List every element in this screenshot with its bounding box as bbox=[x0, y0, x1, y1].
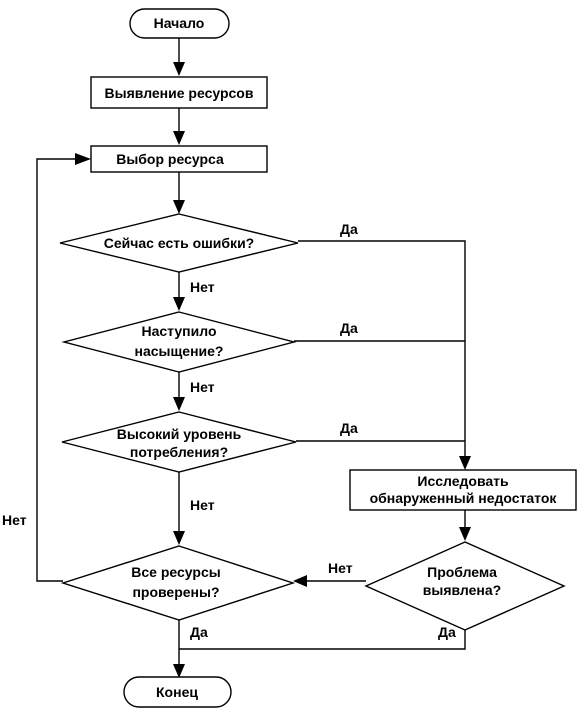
investigate-label-line2: обнаруженный недостаток bbox=[370, 490, 558, 506]
connectors bbox=[36, 38, 466, 664]
saturation-label-line2: насыщение? bbox=[135, 343, 224, 359]
investigate-box bbox=[349, 469, 577, 511]
yes-label-problem: Да bbox=[438, 624, 456, 640]
arrowhead bbox=[173, 62, 185, 76]
arrowhead bbox=[173, 200, 185, 214]
investigate-label-line1: Исследовать bbox=[417, 473, 509, 489]
saturation-label-line1: Наступило bbox=[142, 323, 217, 339]
yes-label-errors: Да bbox=[340, 221, 358, 237]
allchecked-decision bbox=[60, 545, 296, 621]
arrowhead bbox=[459, 527, 471, 541]
arrowheads bbox=[75, 62, 471, 678]
edge-errors-yes bbox=[298, 240, 466, 466]
start-terminal bbox=[129, 8, 230, 39]
no-label-loop: Нет bbox=[2, 512, 27, 528]
allchecked-label-line1: Все ресурсы bbox=[131, 564, 220, 580]
errors-label: Сейчас есть ошибки? bbox=[104, 235, 254, 251]
select-box bbox=[90, 145, 268, 173]
yes-label-saturation: Да bbox=[340, 320, 358, 336]
arrowhead bbox=[173, 531, 185, 545]
identify-label: Выявление ресурсов bbox=[105, 85, 254, 101]
usage-label-line1: Высокий уровень bbox=[117, 426, 242, 442]
yes-label-usage: Да bbox=[340, 420, 358, 436]
arrowhead bbox=[293, 575, 307, 587]
no-label-errors: Нет bbox=[190, 279, 215, 295]
end-label: Конец bbox=[156, 684, 198, 700]
saturation-decision bbox=[61, 311, 297, 373]
arrowhead bbox=[75, 153, 91, 165]
arrowhead bbox=[173, 131, 185, 145]
yes-label-allchecked: Да bbox=[190, 624, 208, 640]
usage-decision bbox=[61, 411, 297, 473]
usage-label-line2: потребления? bbox=[130, 444, 228, 460]
edge-problem-yes bbox=[179, 630, 466, 650]
no-label-saturation: Нет bbox=[190, 379, 215, 395]
end-terminal bbox=[123, 676, 232, 708]
errors-decision bbox=[59, 213, 299, 273]
arrowhead bbox=[173, 297, 185, 311]
arrowhead bbox=[173, 664, 185, 678]
no-label-problem: Нет bbox=[328, 560, 353, 576]
arrowhead bbox=[173, 397, 185, 411]
arrowhead bbox=[459, 456, 471, 470]
start-label: Начало bbox=[154, 15, 205, 31]
no-label-usage: Нет bbox=[190, 497, 215, 513]
problem-label-line1: Проблема bbox=[427, 564, 497, 580]
identify-box bbox=[90, 76, 268, 109]
allchecked-label-line2: проверены? bbox=[132, 584, 219, 600]
select-label: Выбор ресурса bbox=[116, 151, 224, 167]
problem-label-line2: выявлена? bbox=[423, 582, 501, 598]
problem-decision bbox=[364, 541, 566, 631]
edge-allchecked-no bbox=[36, 158, 79, 582]
